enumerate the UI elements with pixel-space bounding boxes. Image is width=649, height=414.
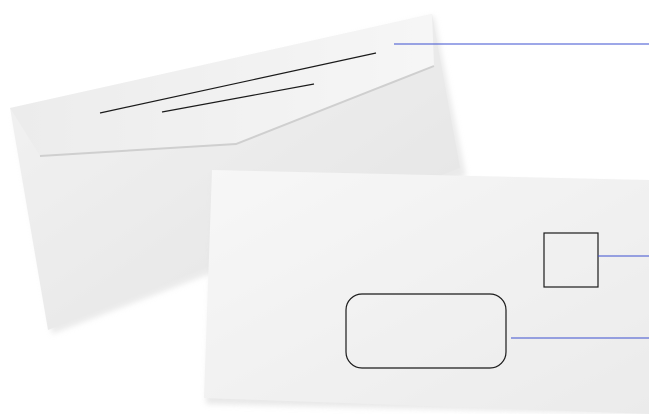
front-envelope — [204, 170, 649, 414]
front-envelope-body — [204, 170, 649, 414]
